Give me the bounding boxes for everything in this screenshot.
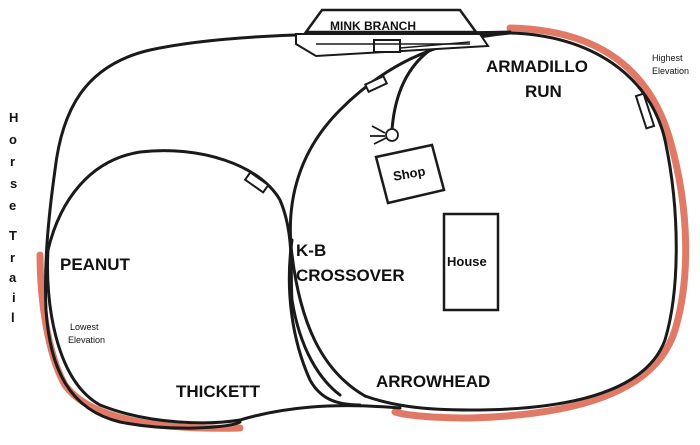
- horse-trail-letter: o: [9, 132, 17, 147]
- mink-branch-station: MINK BRANCH: [295, 8, 490, 58]
- horse-trail-letter: e: [9, 198, 16, 213]
- horse-trail-letter: T: [9, 228, 17, 243]
- track-armadillo-loop: [363, 31, 678, 412]
- track-shop-spur: [390, 48, 432, 132]
- track-lines: [43, 30, 678, 430]
- shop-spur-bumper: [370, 125, 399, 145]
- track-bottom-link: [238, 404, 402, 422]
- track-armadillo-west: [288, 31, 512, 398]
- armadillo-label-line1: ARMADILLO: [486, 57, 588, 76]
- horse-trail-letter: r: [10, 154, 15, 169]
- horse-trail-letter: i: [12, 290, 16, 305]
- track-inner-loop: [46, 149, 342, 397]
- bumper-icon: [385, 128, 399, 142]
- highest-elevation-line2: Elevation: [652, 66, 689, 76]
- highlight-east-high: [391, 24, 690, 422]
- horse-trail-letter: r: [10, 250, 15, 265]
- horse-trail-letter: a: [9, 270, 17, 285]
- house-building: House: [442, 212, 500, 312]
- thickett-label: THICKETT: [176, 382, 261, 401]
- car-west-loop: [243, 171, 270, 194]
- track-cars: [243, 74, 656, 194]
- lowest-elevation-line2: Elevation: [68, 335, 105, 345]
- shop-building: Shop: [374, 143, 446, 205]
- horse-trail-label: H o r s e T r a i l: [9, 110, 18, 325]
- car-east: [634, 92, 656, 130]
- horse-trail-letter: l: [11, 310, 15, 325]
- car-northeast: [363, 74, 389, 94]
- horse-trail-letter: H: [9, 110, 18, 125]
- shop-label: Shop: [392, 163, 427, 183]
- kb-crossover-line2: CROSSOVER: [296, 266, 405, 285]
- house-label: House: [447, 254, 487, 269]
- horse-trail-letter: s: [10, 176, 17, 191]
- peanut-label: PEANUT: [60, 255, 131, 274]
- arrowhead-label: ARROWHEAD: [376, 372, 490, 391]
- mink-branch-label: MINK BRANCH: [330, 19, 416, 33]
- station-car: [373, 39, 401, 53]
- armadillo-label-line2: RUN: [525, 82, 562, 101]
- track-inner-loop-bottom: [46, 248, 242, 425]
- highest-elevation-line1: Highest: [652, 53, 683, 63]
- track-kb-crossover: [287, 238, 362, 407]
- kb-crossover-line1: K-B: [296, 241, 326, 260]
- lowest-elevation-line1: Lowest: [70, 322, 99, 332]
- track-outer-loop: [43, 30, 512, 430]
- station-roof: [303, 8, 479, 34]
